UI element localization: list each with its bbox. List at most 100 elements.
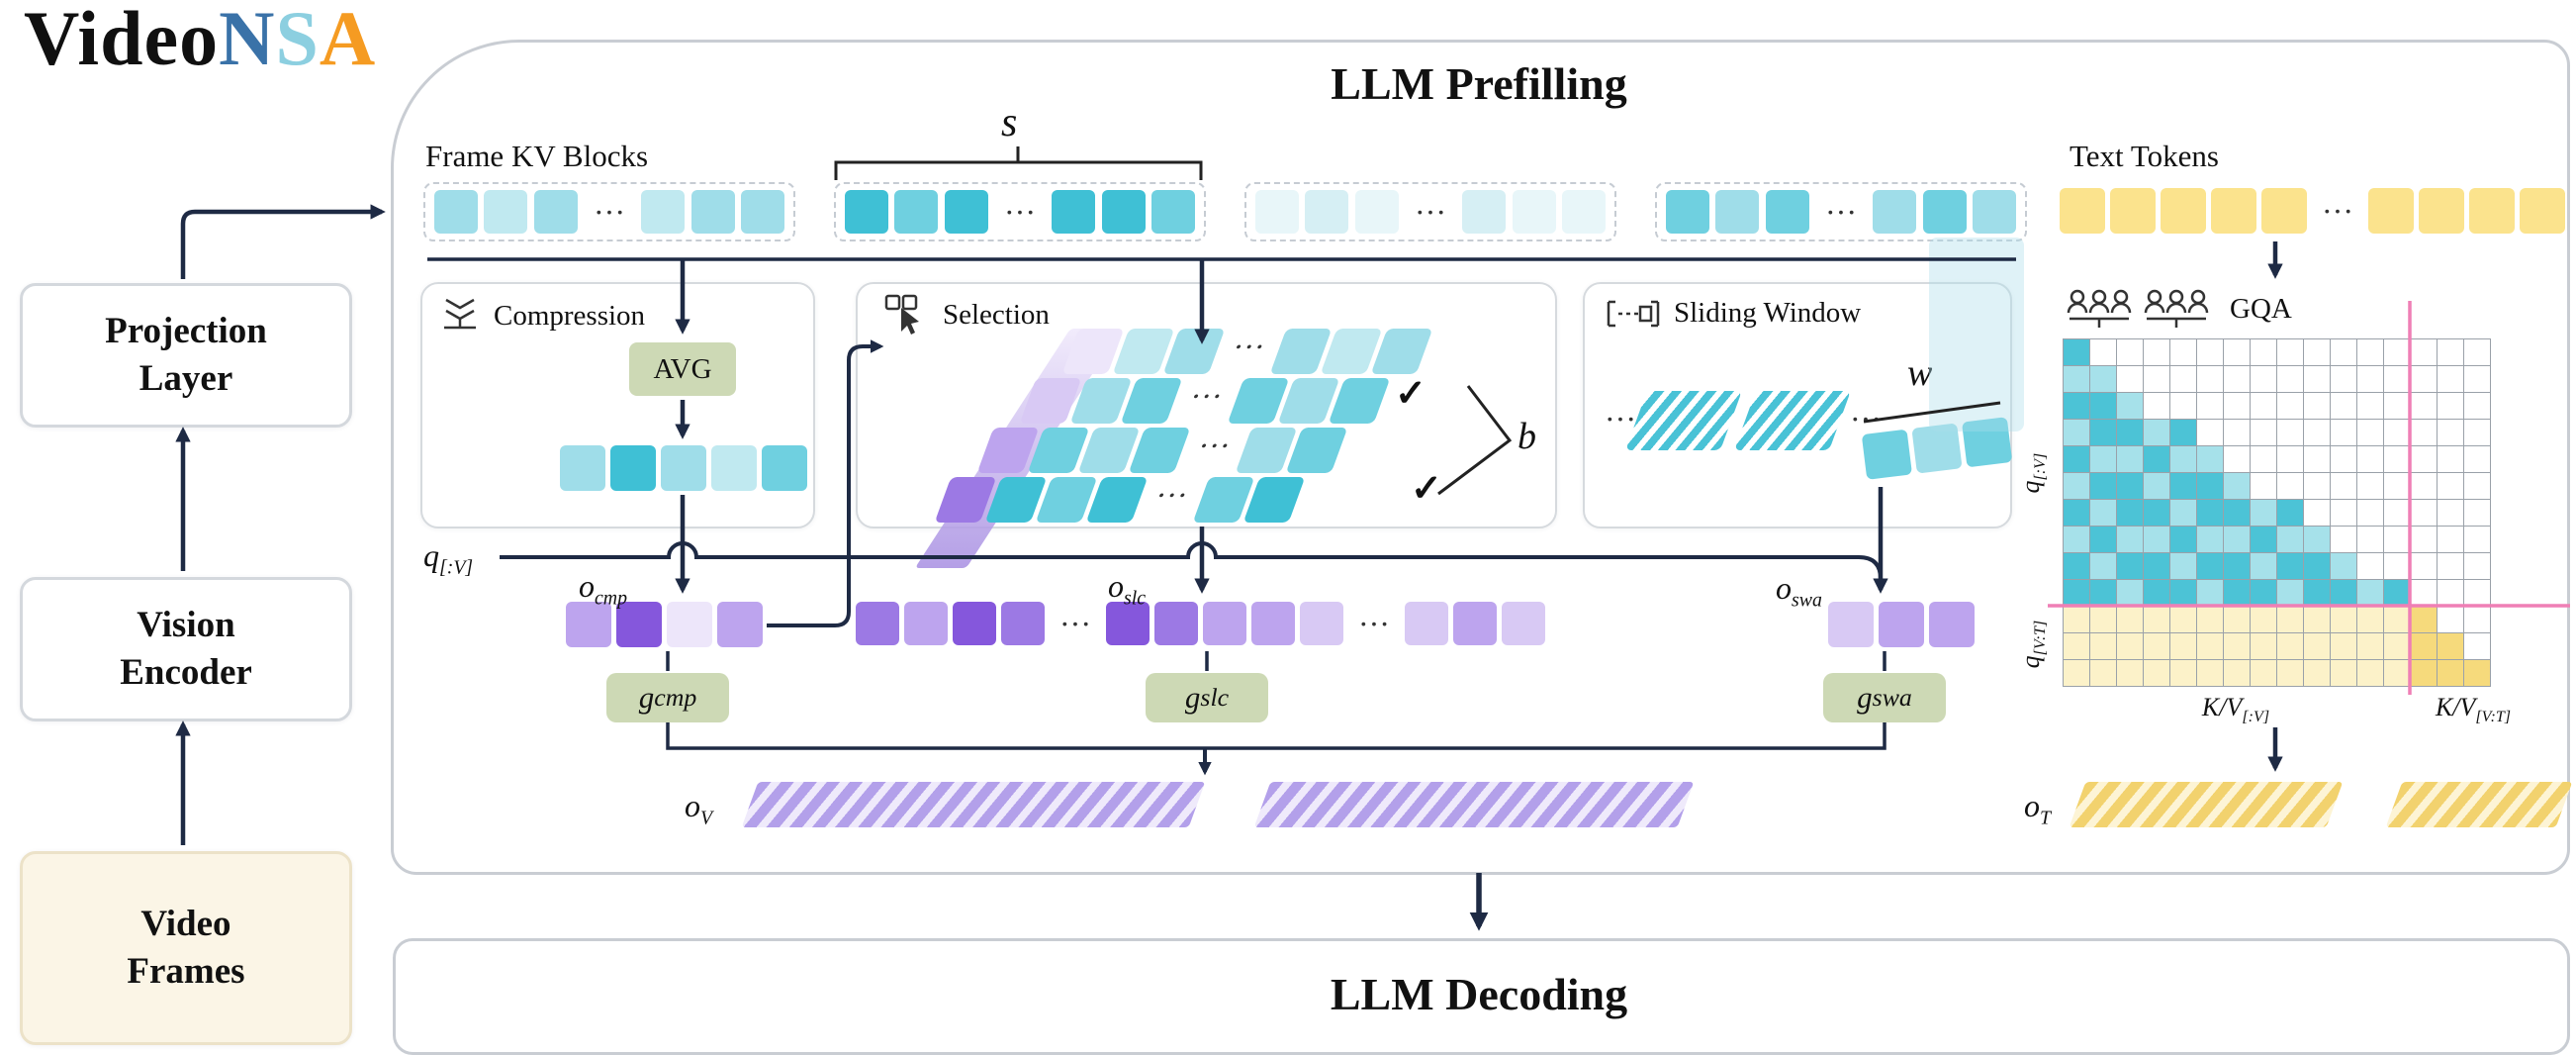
matrix-cell xyxy=(2251,633,2277,660)
token xyxy=(1052,190,1096,234)
token xyxy=(661,445,706,491)
text-token-row: ··· xyxy=(2060,188,2565,234)
matrix-cell xyxy=(2224,607,2251,633)
matrix-cell xyxy=(2357,580,2384,607)
o-t-bar-1 xyxy=(2069,782,2344,827)
matrix-cell xyxy=(2090,366,2117,393)
avg-label: AVG xyxy=(653,352,712,385)
ellipsis: ··· xyxy=(1605,401,1636,436)
token xyxy=(717,602,763,647)
matrix-cell xyxy=(2331,339,2357,366)
token xyxy=(1922,190,1967,234)
matrix-cell xyxy=(2251,553,2277,580)
matrix-cell xyxy=(2277,607,2304,633)
matrix-cell xyxy=(2090,339,2117,366)
matrix-cell xyxy=(2357,500,2384,527)
compression-label: Compression xyxy=(494,299,646,332)
logo-part-s: S xyxy=(275,0,320,81)
matrix-cell xyxy=(2438,633,2464,660)
matrix-cell xyxy=(2277,366,2304,393)
matrix-cell xyxy=(2464,580,2491,607)
token xyxy=(2060,188,2105,234)
token xyxy=(1462,190,1507,234)
token xyxy=(741,190,785,234)
selection-label: Selection xyxy=(943,298,1050,331)
matrix-cell xyxy=(2411,339,2438,366)
matrix-cell xyxy=(2357,553,2384,580)
token xyxy=(1370,329,1433,374)
matrix-cell xyxy=(2411,366,2438,393)
matrix-cell xyxy=(2384,500,2411,527)
matrix-row xyxy=(2064,446,2491,473)
token xyxy=(1299,602,1343,645)
matrix-cell xyxy=(2304,366,2331,393)
matrix-row xyxy=(2064,580,2491,607)
matrix-cell xyxy=(2170,660,2197,687)
matrix-cell xyxy=(2251,339,2277,366)
selection-plane: ··· xyxy=(934,477,1306,523)
logo-part-video: Video xyxy=(24,0,220,81)
matrix-cell xyxy=(2090,420,2117,446)
token xyxy=(894,190,938,234)
video-frames-label-line1: Video xyxy=(140,903,231,944)
matrix-cell xyxy=(2170,339,2197,366)
matrix-cell xyxy=(2304,553,2331,580)
matrix-cell xyxy=(2170,580,2197,607)
matrix-cell xyxy=(2170,446,2197,473)
matrix-cell xyxy=(2224,660,2251,687)
matrix-cell xyxy=(2064,553,2090,580)
matrix-cell xyxy=(2384,607,2411,633)
matrix-cell xyxy=(2464,553,2491,580)
matrix-cell xyxy=(2277,553,2304,580)
matrix-row xyxy=(2064,660,2491,687)
token xyxy=(1305,190,1348,234)
matrix-row xyxy=(2064,339,2491,366)
token xyxy=(1665,190,1709,234)
token xyxy=(1765,190,1809,234)
matrix-cell xyxy=(2464,339,2491,366)
matrix-cell xyxy=(2090,446,2117,473)
matrix-cell xyxy=(2277,339,2304,366)
o-v-label: oV xyxy=(685,788,713,829)
o-t-bar-2 xyxy=(2385,782,2573,827)
ellipsis: ··· xyxy=(1357,605,1390,641)
matrix-cell xyxy=(2384,366,2411,393)
matrix-cell xyxy=(2251,420,2277,446)
token xyxy=(711,445,757,491)
matrix-cell xyxy=(2384,553,2411,580)
matrix-cell xyxy=(2464,393,2491,420)
ellipsis: ··· xyxy=(2322,192,2353,229)
token xyxy=(856,602,899,645)
matrix-cell xyxy=(2064,339,2090,366)
token xyxy=(844,190,888,234)
matrix-cell xyxy=(2411,580,2438,607)
matrix-cell xyxy=(2357,366,2384,393)
o-swa-token-row xyxy=(1828,602,1975,647)
matrix-cell xyxy=(2384,660,2411,687)
llm-prefilling-title: LLM Prefilling xyxy=(1331,58,1627,109)
matrix-cell xyxy=(2144,446,2170,473)
matrix-cell xyxy=(2331,527,2357,553)
sliding-window-icon xyxy=(1607,300,1660,327)
matrix-cell xyxy=(2064,446,2090,473)
avg-pool-box: AVG xyxy=(629,342,736,396)
token xyxy=(1828,602,1874,647)
compression-icon xyxy=(444,298,476,330)
matrix-cell xyxy=(2357,660,2384,687)
matrix-cell xyxy=(2357,633,2384,660)
matrix-cell xyxy=(2411,393,2438,420)
matrix-cell xyxy=(2197,580,2224,607)
matrix-cell xyxy=(2438,607,2464,633)
matrix-cell xyxy=(2438,446,2464,473)
matrix-cell xyxy=(2144,339,2170,366)
matrix-cell xyxy=(2464,527,2491,553)
frame-kv-group-1: ··· xyxy=(423,182,795,241)
matrix-cell xyxy=(2331,607,2357,633)
matrix-cell xyxy=(2464,446,2491,473)
matrix-row xyxy=(2064,420,2491,446)
matrix-cell xyxy=(2064,633,2090,660)
matrix-cell xyxy=(2224,553,2251,580)
matrix-cell xyxy=(2357,393,2384,420)
